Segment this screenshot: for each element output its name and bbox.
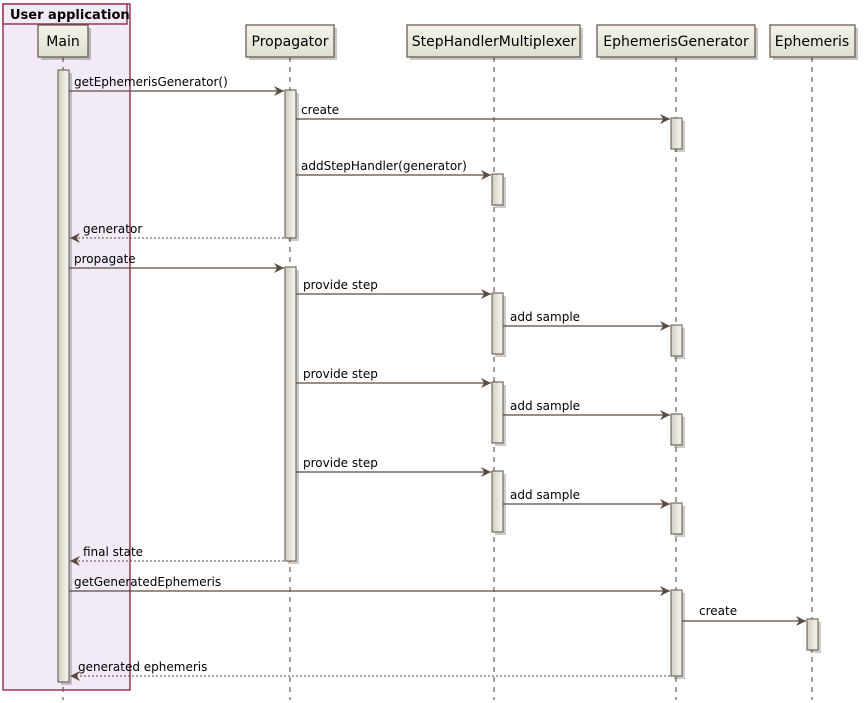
message-label: provide step — [303, 278, 378, 292]
message-label: add sample — [510, 399, 580, 413]
message-m13[interactable]: getGeneratedEphemeris — [69, 575, 670, 596]
activation-act-ephgen-5 — [670, 589, 685, 679]
participant-eph[interactable]: Ephemeris — [769, 24, 858, 60]
message-label: provide step — [303, 456, 378, 470]
participant-prop[interactable]: Propagator — [245, 24, 337, 60]
activation-bar — [491, 470, 504, 533]
activation-act-shm-1 — [491, 292, 506, 357]
activation-bar — [670, 117, 683, 150]
message-label: getEphemerisGenerator() — [74, 75, 228, 89]
message-label: propagate — [74, 252, 136, 266]
participant-main[interactable]: Main — [37, 24, 91, 60]
message-label: generated ephemeris — [78, 660, 207, 674]
message-m4[interactable]: generator — [70, 222, 284, 243]
activation-bar — [806, 618, 819, 651]
group-title: User application — [10, 8, 130, 23]
activation-bar — [670, 413, 683, 446]
message-m8[interactable]: provide step — [296, 367, 491, 388]
message-label: generator — [83, 222, 142, 236]
message-m10[interactable]: provide step — [296, 456, 491, 477]
activation-bar — [57, 69, 70, 683]
activation-bar — [491, 381, 504, 444]
activation-bar — [491, 292, 504, 355]
participant-box[interactable] — [37, 24, 89, 58]
message-label: add sample — [510, 310, 580, 324]
message-m12[interactable]: final state — [70, 545, 284, 566]
message-label: final state — [83, 545, 143, 559]
messages: getEphemerisGenerator() create addStepHand… — [69, 75, 806, 681]
participant-shm[interactable]: StepHandlerMultiplexer — [406, 24, 583, 60]
activation-act-eph-1 — [806, 618, 821, 653]
message-m9[interactable]: add sample — [503, 399, 670, 420]
message-m6[interactable]: provide step — [296, 278, 491, 299]
message-m5[interactable]: propagate — [69, 252, 284, 273]
activation-bars — [57, 69, 821, 685]
message-label: add sample — [510, 488, 580, 502]
message-label: create — [699, 604, 737, 618]
message-m14[interactable]: create — [682, 604, 806, 626]
message-m15[interactable]: generated ephemeris — [70, 660, 670, 681]
activation-act-ephgen-4 — [670, 502, 685, 537]
message-label: addStepHandler(generator) — [301, 159, 467, 173]
message-label: getGeneratedEphemeris — [74, 575, 221, 589]
participant-box[interactable] — [596, 24, 756, 58]
group-header — [2, 3, 128, 25]
message-m7[interactable]: add sample — [503, 310, 670, 331]
participant-box[interactable] — [769, 24, 856, 58]
activation-act-prop-2 — [284, 266, 299, 564]
participant-boxes: Main Propagator StepHandlerMultiplexer Ephe… — [37, 24, 858, 60]
participant-label: EphemerisGenerator — [603, 34, 749, 50]
activation-bar — [284, 89, 297, 239]
participant-ephgen[interactable]: EphemerisGenerator — [596, 24, 758, 60]
activation-act-main — [57, 69, 72, 685]
participant-label: Ephemeris — [775, 34, 849, 50]
activation-act-ephgen-3 — [670, 413, 685, 448]
activation-bar — [670, 324, 683, 357]
participant-box[interactable] — [406, 24, 581, 58]
message-label: provide step — [303, 367, 378, 381]
participant-label: Main — [46, 34, 79, 50]
participant-label: StepHandlerMultiplexer — [412, 34, 577, 50]
activation-bar — [284, 266, 297, 562]
participant-box[interactable] — [245, 24, 335, 58]
message-label: create — [301, 103, 339, 117]
message-m3[interactable]: addStepHandler(generator) — [296, 159, 491, 180]
activation-bar — [491, 173, 504, 206]
activation-act-shm-3 — [491, 470, 506, 535]
activation-bar — [670, 589, 683, 677]
participant-label: Propagator — [252, 34, 329, 50]
activation-act-ephgen-2 — [670, 324, 685, 359]
activation-act-ephgen-1 — [670, 117, 685, 152]
message-m2[interactable]: create — [296, 103, 670, 124]
message-m1[interactable]: getEphemerisGenerator() — [69, 75, 284, 96]
message-m11[interactable]: add sample — [503, 488, 670, 509]
activation-bar — [670, 502, 683, 535]
activation-act-shm-0 — [491, 173, 506, 208]
activation-act-shm-2 — [491, 381, 506, 446]
activation-act-prop-1 — [284, 89, 299, 241]
